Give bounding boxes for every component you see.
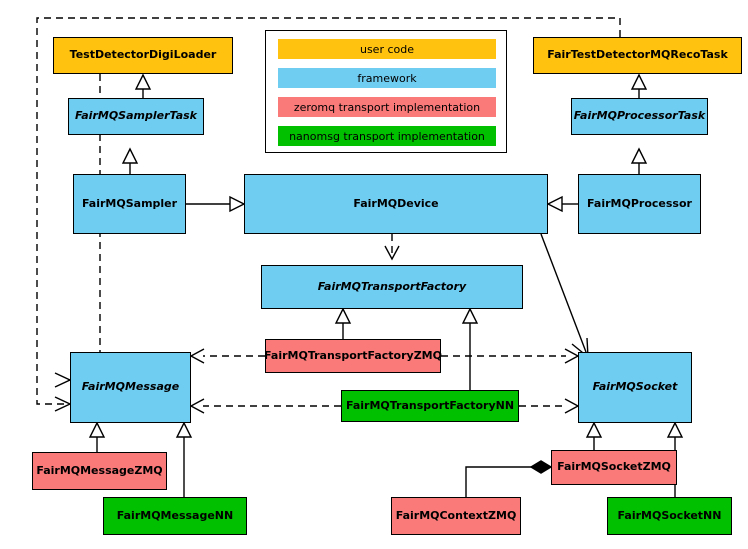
class-label: FairMQTransportFactory	[317, 279, 467, 293]
class-box-fairmq-transport-factory-nn[interactable]: FairMQTransportFactoryNN	[341, 390, 519, 422]
class-box-fairmq-message-zmq[interactable]: FairMQMessageZMQ	[32, 452, 167, 490]
class-label: FairMQTransportFactoryZMQ	[264, 348, 442, 362]
legend-panel: user code framework zeromq transport imp…	[265, 30, 507, 153]
class-label: FairMQContextZMQ	[395, 508, 517, 522]
class-box-fair-test-detector-mq-reco-task[interactable]: FairTestDetectorMQRecoTask	[533, 37, 742, 74]
class-box-fairmq-processor-task[interactable]: FairMQProcessorTask	[571, 98, 708, 135]
class-box-fairmq-socket-nn[interactable]: FairMQSocketNN	[607, 497, 732, 535]
legend-item-nanomsg: nanomsg transport implementation	[278, 126, 496, 146]
class-label: FairMQMessage	[81, 380, 180, 394]
class-box-fairmq-sampler[interactable]: FairMQSampler	[73, 174, 186, 234]
class-box-fairmq-message[interactable]: FairMQMessage	[70, 352, 191, 423]
class-label: FairMQSocketNN	[617, 508, 722, 522]
class-label: FairMQSamplerTask	[75, 109, 197, 123]
legend-item-zeromq: zeromq transport implementation	[278, 97, 496, 117]
class-box-fairmq-message-nn[interactable]: FairMQMessageNN	[103, 497, 247, 535]
legend-label-nanomsg: nanomsg transport implementation	[289, 129, 485, 143]
class-box-fairmq-processor[interactable]: FairMQProcessor	[578, 174, 701, 234]
legend-label-framework: framework	[357, 71, 417, 85]
legend-item-framework: framework	[278, 68, 496, 88]
class-label: FairTestDetectorMQRecoTask	[547, 48, 728, 62]
class-label: FairMQSocketZMQ	[557, 460, 671, 474]
legend-label-zeromq: zeromq transport implementation	[293, 100, 481, 114]
class-box-fairmq-device[interactable]: FairMQDevice	[244, 174, 548, 234]
class-box-fairmq-socket-zmq[interactable]: FairMQSocketZMQ	[551, 450, 677, 485]
class-box-fairmq-context-zmq[interactable]: FairMQContextZMQ	[391, 497, 521, 535]
class-label: FairMQSampler	[81, 196, 178, 210]
class-label: FairMQMessageZMQ	[36, 463, 163, 477]
class-box-test-detector-digi-loader[interactable]: TestDetectorDigiLoader	[53, 37, 233, 74]
class-box-fairmq-sampler-task[interactable]: FairMQSamplerTask	[68, 98, 204, 135]
legend-item-user-code: user code	[278, 39, 496, 59]
class-label: FairMQProcessorTask	[573, 109, 706, 123]
class-box-fairmq-transport-factory-zmq[interactable]: FairMQTransportFactoryZMQ	[264, 339, 442, 373]
class-label: FairMQSocket	[592, 380, 678, 394]
class-label: FairMQMessageNN	[116, 508, 234, 522]
class-box-fairmq-socket[interactable]: FairMQSocket	[578, 352, 692, 423]
class-label: TestDetectorDigiLoader	[69, 48, 217, 62]
class-label: FairMQTransportFactoryNN	[345, 398, 515, 412]
class-box-fairmq-transport-factory[interactable]: FairMQTransportFactory	[261, 265, 523, 309]
legend-label-user-code: user code	[359, 42, 415, 56]
class-label: FairMQProcessor	[587, 196, 692, 210]
class-label: FairMQDevice	[353, 196, 439, 210]
